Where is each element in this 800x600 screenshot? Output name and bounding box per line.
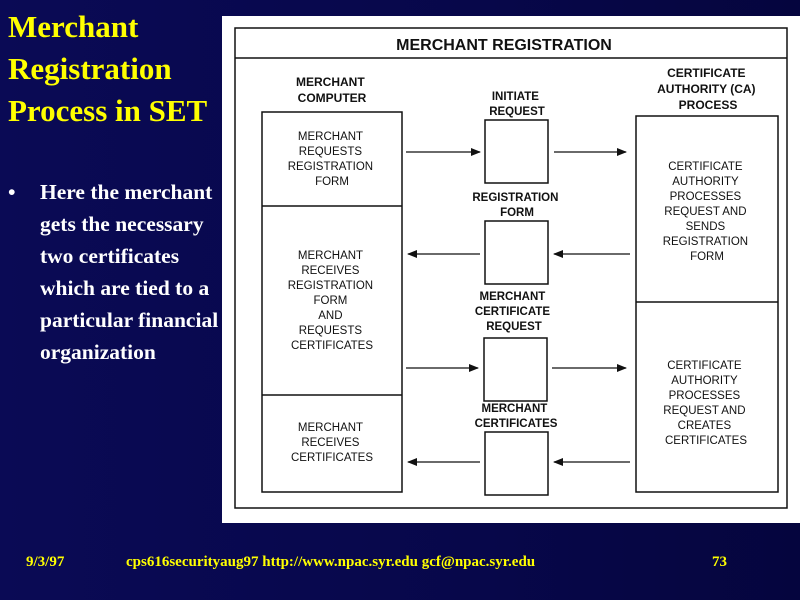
message-4-line: CERTIFICATES <box>475 418 558 430</box>
message-1-label: INITIATE REQUEST <box>489 91 545 118</box>
right-box-2-line: PROCESSES <box>669 390 741 402</box>
message-2-line: REGISTRATION <box>472 192 558 204</box>
right-box-1-line: REQUEST AND <box>664 206 746 218</box>
right-column-header-line: CERTIFICATE <box>667 66 745 80</box>
bullet-text: Here the merchant gets the necessary two… <box>40 180 219 364</box>
message-3-line: REQUEST <box>486 321 542 333</box>
left-box-1-text: MERCHANT REQUESTS REGISTRATION FORM <box>288 131 377 188</box>
left-box-2-line: REGISTRATION <box>288 280 373 292</box>
left-box-2-line: MERCHANT <box>298 250 363 262</box>
left-column-header: MERCHANT COMPUTER <box>296 75 368 105</box>
left-box-2-line: RECEIVES <box>301 265 359 277</box>
left-box-1-line: REGISTRATION <box>288 161 373 173</box>
diagram-panel: MERCHANT REGISTRATION MERCHANT COMPUTER … <box>222 16 800 523</box>
message-3-line: MERCHANT <box>479 291 545 303</box>
right-column-header-line: PROCESS <box>679 98 738 112</box>
right-box-1-line: AUTHORITY <box>672 176 739 188</box>
ca-process-column <box>635 115 779 493</box>
message-1-document <box>484 119 549 184</box>
slide-title: Merchant Registration Process in SET <box>8 9 208 128</box>
left-box-3-line: CERTIFICATES <box>291 452 373 464</box>
message-3-label: MERCHANT CERTIFICATE REQUEST <box>475 291 553 333</box>
right-box-1-line: FORM <box>690 251 724 263</box>
diagram-header: MERCHANT REGISTRATION <box>396 37 612 54</box>
left-box-2-text: MERCHANT RECEIVES REGISTRATION FORM AND … <box>288 250 377 352</box>
message-4-line: MERCHANT <box>481 403 547 415</box>
bullet-dot: • <box>8 180 16 204</box>
right-column-header-line: AUTHORITY (CA) <box>657 82 755 96</box>
message-1-line: REQUEST <box>489 106 545 118</box>
left-box-1-line: FORM <box>315 176 349 188</box>
right-box-1-line: SENDS <box>686 221 726 233</box>
message-4-document <box>484 431 549 496</box>
message-1-line: INITIATE <box>492 91 539 103</box>
footer-page-number: 73 <box>712 554 727 570</box>
right-box-2-text: CERTIFICATE AUTHORITY PROCESSES REQUEST … <box>663 360 748 447</box>
right-box-1-text: CERTIFICATE AUTHORITY PROCESSES REQUEST … <box>663 161 752 263</box>
right-box-1-line: REGISTRATION <box>663 236 748 248</box>
message-3-line: CERTIFICATE <box>475 306 551 318</box>
left-column-header-line: MERCHANT <box>296 75 365 89</box>
message-2-label: REGISTRATION FORM <box>472 192 561 219</box>
right-box-2-line: REQUEST AND <box>663 405 745 417</box>
left-box-3-line: MERCHANT <box>298 422 363 434</box>
left-box-2-line: REQUESTS <box>299 325 363 337</box>
bullet-item: • Here the merchant gets the necessary t… <box>6 176 221 368</box>
left-column-header-line: COMPUTER <box>298 91 367 105</box>
left-box-2-line: CERTIFICATES <box>291 340 373 352</box>
left-box-2-line: FORM <box>313 295 347 307</box>
message-4-label: MERCHANT CERTIFICATES <box>475 403 558 430</box>
left-box-3-line: RECEIVES <box>301 437 359 449</box>
diagram-frame <box>234 27 788 509</box>
left-box-1-line: MERCHANT <box>298 131 363 143</box>
merchant-registration-diagram: MERCHANT REGISTRATION MERCHANT COMPUTER … <box>234 27 788 509</box>
left-box-2-line: AND <box>318 310 342 322</box>
message-3-document <box>483 337 548 402</box>
footer-date: 9/3/97 <box>26 554 65 570</box>
footer-course-info: cps616securityaug97 http://www.npac.syr.… <box>126 554 536 570</box>
right-box-2-line: CERTIFICATES <box>665 435 747 447</box>
right-column-header: CERTIFICATE AUTHORITY (CA) PROCESS <box>657 66 759 112</box>
merchant-computer-column <box>261 111 403 493</box>
right-box-1-line: CERTIFICATE <box>668 161 743 173</box>
left-box-1-line: REQUESTS <box>299 146 363 158</box>
right-box-2-line: AUTHORITY <box>671 375 738 387</box>
right-box-1-line: PROCESSES <box>670 191 742 203</box>
message-2-document <box>484 220 549 285</box>
left-box-3-text: MERCHANT RECEIVES CERTIFICATES <box>291 422 373 464</box>
message-2-line: FORM <box>500 207 534 219</box>
right-box-2-line: CERTIFICATE <box>667 360 742 372</box>
right-box-2-line: CREATES <box>678 420 732 432</box>
